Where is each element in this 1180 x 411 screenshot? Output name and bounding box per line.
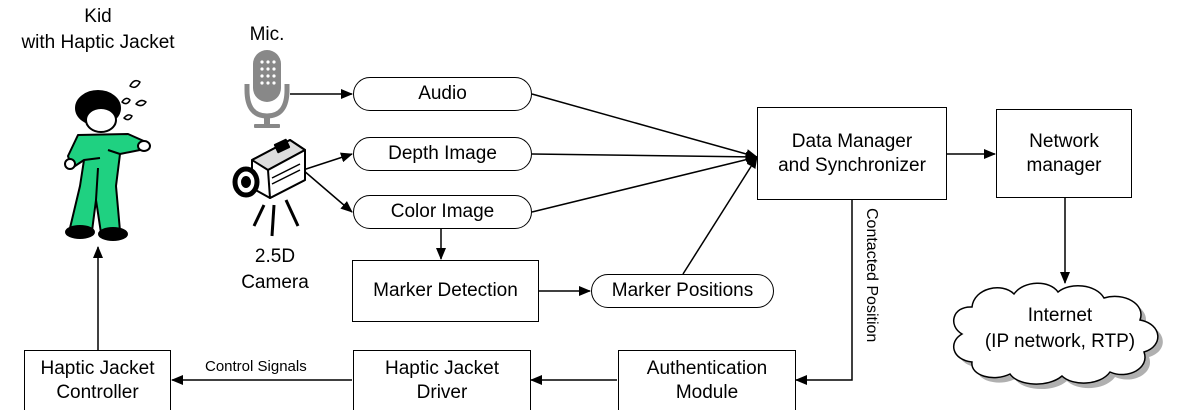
driver-label-line1: Haptic Jacket (384, 357, 500, 379)
datamanager-to-auth-arrow (795, 200, 853, 385)
internet-label-line2: (IP network, RTP) (984, 331, 1136, 352)
marker-positions-node: Marker Positions (591, 274, 774, 308)
data-manager-label-line1: Data Manager (791, 130, 913, 152)
kid-label-line1: Kid (84, 6, 112, 27)
authentication-label-line2: Module (675, 381, 739, 403)
marker-detection-box: Marker Detection (352, 260, 539, 322)
camera-to-color-arrow (302, 169, 353, 213)
markerpos-to-datamanager-arrow (682, 156, 758, 275)
microphone-icon (244, 50, 290, 128)
marker-detection-label: Marker Detection (373, 280, 518, 301)
camera-icon (232, 138, 306, 237)
depth-to-datamanager-arrow (531, 151, 758, 162)
color-to-datamanager-arrow (531, 154, 758, 213)
camera-to-depth-arrow (302, 152, 353, 171)
authentication-label-line1: Authentication (646, 357, 768, 379)
driver-label-line2: Driver (416, 381, 468, 403)
internet-label-line1: Internet (1027, 305, 1093, 326)
network-manager-label-line2: manager (1026, 154, 1102, 176)
color-image-node: Color Image (353, 195, 532, 229)
contacted-position-label: Contacted Position (863, 208, 880, 343)
control-signals-label: Control Signals (205, 358, 307, 375)
haptic-jacket-driver-box: Haptic Jacket Driver (353, 350, 531, 410)
data-manager-label-line2: and Synchronizer (778, 154, 926, 176)
camera-label-line2: Camera (241, 272, 309, 293)
data-manager-box: Data Manager and Synchronizer (757, 107, 947, 200)
cloud-icon (952, 282, 1163, 390)
controller-label-line1: Haptic Jacket (40, 357, 155, 379)
haptic-jacket-controller-box: Haptic Jacket Controller (24, 350, 171, 410)
controller-label-line2: Controller (56, 381, 139, 403)
depth-image-node: Depth Image (353, 137, 532, 171)
camera-label-line1: 2.5D (254, 246, 296, 267)
network-manager-label-line1: Network (1029, 130, 1099, 152)
audio-node: Audio (353, 77, 532, 111)
authentication-module-box: Authentication Module (618, 350, 796, 410)
audio-to-datamanager-arrow (531, 93, 758, 159)
network-manager-box: Network manager (996, 109, 1132, 198)
mic-label: Mic. (249, 24, 285, 45)
kid-figure-icon (64, 79, 151, 241)
kid-label-line2: with Haptic Jacket (21, 32, 175, 53)
